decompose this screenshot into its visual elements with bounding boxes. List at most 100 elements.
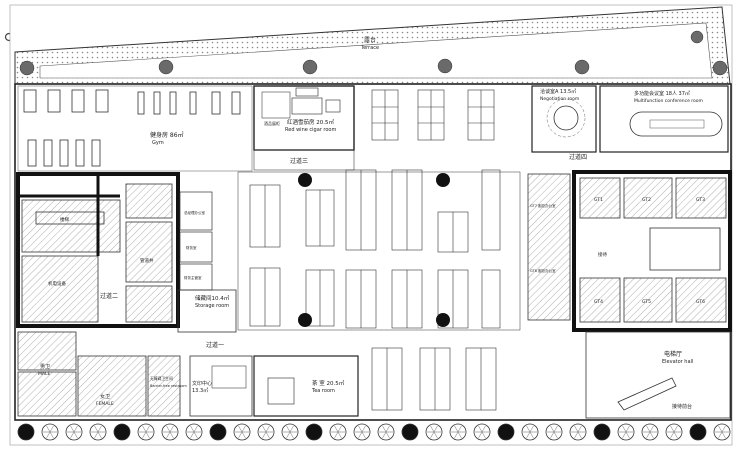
tree-branch <box>289 425 294 433</box>
tree-branch <box>385 425 390 433</box>
tree-branch <box>361 425 366 433</box>
tree-branch <box>358 425 363 433</box>
tree-branch <box>97 431 102 439</box>
elevator-hall: 电梯厅 Elevator hall 接待前台 <box>585 331 731 419</box>
tree-branch <box>190 431 195 439</box>
tree-branch <box>574 425 579 433</box>
print-center: 文印中心 13.3㎡ <box>189 355 253 417</box>
open-office-upper <box>371 89 495 141</box>
tree-branch <box>670 431 675 439</box>
tree-branch <box>457 431 462 439</box>
tree-branch <box>265 431 270 439</box>
pipe-well-label: 管道井 <box>140 257 154 264</box>
tree-branch <box>622 425 627 433</box>
tree-branch <box>481 425 486 433</box>
tree-branch <box>334 425 339 433</box>
columns <box>298 173 450 327</box>
tree-branch <box>454 431 459 439</box>
tree-branch <box>670 425 675 433</box>
office-label-3: 财务主管室 <box>184 275 202 280</box>
tree-branch <box>169 425 174 433</box>
stair-label: 楼梯 <box>60 216 69 223</box>
tree-branch <box>49 431 54 439</box>
corridor-2-label: 过道二 <box>100 292 118 300</box>
tree-branch <box>265 425 270 433</box>
tree-branch <box>190 425 195 433</box>
tree-branch <box>337 431 342 439</box>
tree-branch <box>478 431 483 439</box>
corridor-1-label: 过道一 <box>206 341 224 349</box>
tree-branch <box>142 425 147 433</box>
planter-tree <box>401 423 419 441</box>
tree-branch <box>262 425 267 433</box>
tree-branch <box>94 431 99 439</box>
tree-branch <box>49 425 54 433</box>
tree-branch <box>673 431 678 439</box>
tree-branch <box>94 425 99 433</box>
equipment-label: 机电设备 <box>48 280 66 287</box>
tree-branch <box>526 425 531 433</box>
tree-branch <box>457 425 462 433</box>
planter-tree <box>593 423 611 441</box>
tree-branch <box>166 425 171 433</box>
office-gt6: GT6 <box>696 299 705 305</box>
tree-branch <box>382 425 387 433</box>
elevator-hall-label: 电梯厅 <box>664 350 682 358</box>
tree-branch <box>70 425 75 433</box>
tree-branch <box>193 425 198 433</box>
tree-branch <box>718 425 723 433</box>
tree-branch <box>649 431 654 439</box>
tree-branch <box>337 425 342 433</box>
cigar-room-label: 红酒雪茄房 20.5㎡ <box>287 118 334 126</box>
tree-branch <box>97 425 102 433</box>
conference-room: 多功能会议室 18人 37㎡ Multifunction conference … <box>599 85 729 153</box>
corridor-3-label: 过道三 <box>290 157 308 165</box>
barrier-free-label: 无障碍卫生间 <box>150 376 173 381</box>
print-center-label: 文印中心 <box>192 380 212 387</box>
tree-branch <box>385 431 390 439</box>
tree-branch <box>529 425 534 433</box>
female-label-en: FEMALE <box>96 401 114 407</box>
cigar-room-label-en: Red wine cigar room <box>285 127 336 133</box>
tree-branch <box>262 431 267 439</box>
storage-room: 储藏间10.4㎡ Storage room <box>177 289 237 333</box>
tree-branch <box>430 425 435 433</box>
negotiation-label: 洽谈室A 13.5㎡ <box>540 88 576 95</box>
office-label-1: 总经理办公室 <box>184 210 205 215</box>
tree-branch <box>550 425 555 433</box>
male-label-en: MALE <box>38 371 50 377</box>
tree-branch <box>646 425 651 433</box>
terrace-label: 露台 <box>364 36 376 44</box>
wine-display-label: 酒品展柜 <box>264 120 280 126</box>
tree-branch <box>478 425 483 433</box>
conference-label-en: Multifunction conference room <box>634 98 703 104</box>
office-label-2: 财务室 <box>186 245 197 250</box>
tree-branch <box>481 431 486 439</box>
tree-branch <box>673 425 678 433</box>
female-label: 女卫 <box>100 393 110 400</box>
tree-branch <box>625 431 630 439</box>
tree-branch <box>73 425 78 433</box>
planter-tree <box>209 423 227 441</box>
planter-tree <box>113 423 131 441</box>
conference-label: 多功能会议室 18人 37㎡ <box>634 90 690 97</box>
tree-branch <box>574 431 579 439</box>
negotiation-room: 洽谈室A 13.5㎡ Negotiation room <box>531 85 597 153</box>
tree-branch <box>625 425 630 433</box>
tea-room: 茶 室 20.5㎡ Tea room <box>253 355 359 417</box>
office-gt3: GT3 <box>696 197 705 203</box>
tree-branch <box>454 425 459 433</box>
tree-branch <box>721 425 726 433</box>
print-center-area: 13.3㎡ <box>192 387 208 394</box>
office-gt4: GT4 <box>594 299 603 305</box>
tree-branch <box>382 431 387 439</box>
tree-branch <box>286 425 291 433</box>
tree-branch <box>553 431 558 439</box>
gym-label-en: Gym <box>152 140 164 146</box>
tea-room-label-en: Tea room <box>311 388 335 394</box>
elevator-hall-label-en: Elevator hall <box>662 359 693 365</box>
tree-branch <box>433 431 438 439</box>
right-core: GT1 GT2 GT3 GT4 GT5 GT6 GT7 副总办公室 GT8 副总… <box>527 170 732 332</box>
planter-tree <box>17 423 35 441</box>
